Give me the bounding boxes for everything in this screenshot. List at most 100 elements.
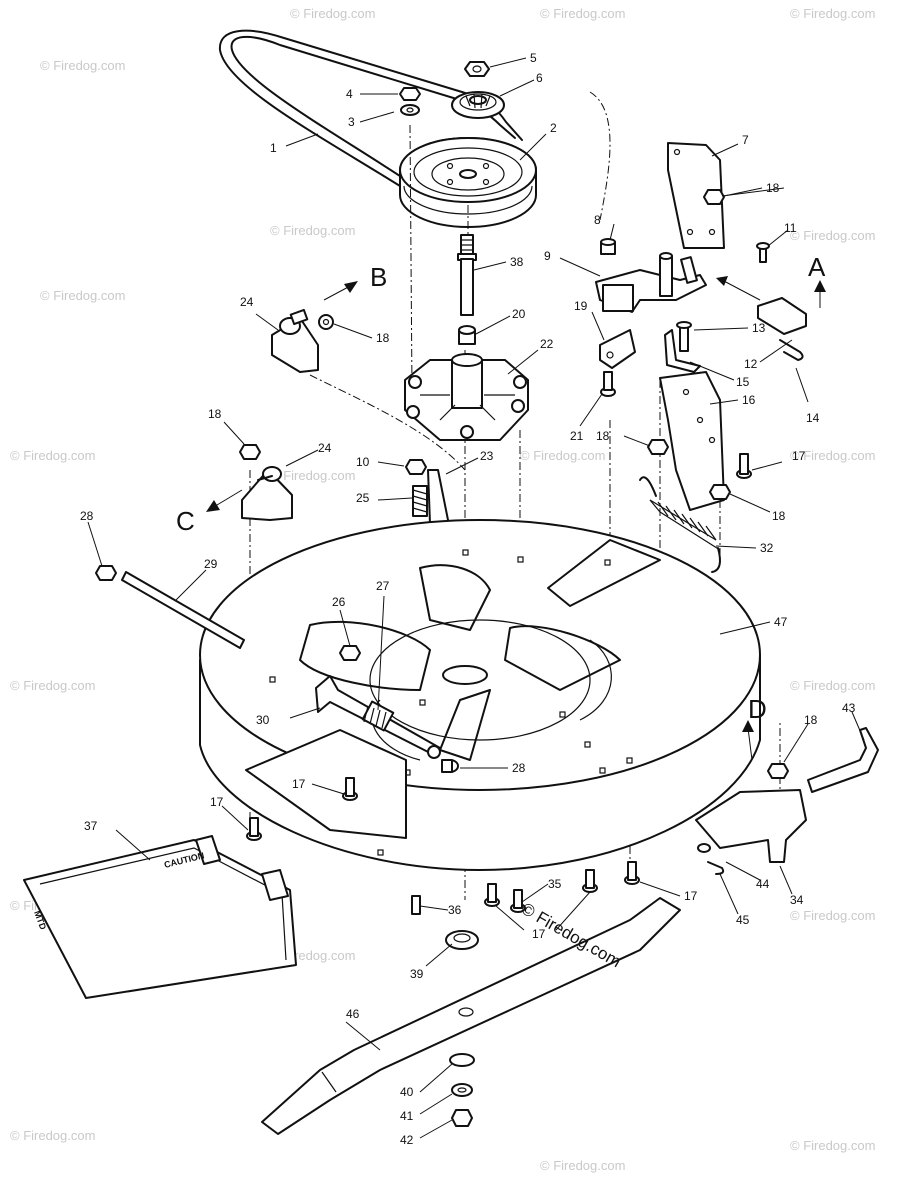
bolt-21 [600,371,616,397]
watermark: © Firedog.com [10,448,95,463]
part-label-44: 44 [756,877,770,891]
spacer-20 [458,325,476,345]
part-label-18: 18 [376,331,390,345]
grass-deflector-37: CAUTION MTD [23,835,297,999]
watermark: © Firedog.com [790,228,875,243]
bolt-17-c [484,883,500,907]
nut-5 [464,61,490,77]
part-label-35: 35 [548,877,562,891]
bolt-13 [676,321,692,352]
part-label-37: 37 [84,819,98,833]
part-label-42: 42 [400,1133,414,1147]
idler-pulley [451,91,505,119]
watermark: © Firedog.com [10,1128,95,1143]
part-label-41: 41 [400,1109,414,1123]
part-label-3: 3 [348,115,355,129]
deck-holes [269,549,633,856]
part-label-18: 18 [772,509,786,523]
part-label-20: 20 [512,307,526,321]
view-letter-a: A [808,252,826,282]
part-label-8: 8 [594,213,601,227]
part-label-12: 12 [744,357,758,371]
bolt-17-b [246,817,262,841]
bolt-17-d [510,889,526,913]
view-letter-d: D [748,694,767,724]
part-label-10: 10 [356,455,370,469]
part-label-18: 18 [804,713,818,727]
watermark: © Firedog.com [790,678,875,693]
bolt-17-a [342,777,358,801]
watermark: © Firedog.com [270,468,355,483]
part-label-18: 18 [596,429,610,443]
part-label-24: 24 [318,441,332,455]
part-label-30: 30 [256,713,270,727]
part-label-15: 15 [736,375,750,389]
view-letter-c: C [176,506,195,536]
nut-28-left [95,565,117,581]
part-label-46: 46 [346,1007,360,1021]
bracket-19 [599,329,636,369]
part-label-18: 18 [766,181,780,195]
part-label-27: 27 [376,579,390,593]
watermark: © Firedog.com [10,678,95,693]
drive-pulley [399,137,537,228]
view-letters: B A C D [176,252,826,724]
part-label-5: 5 [530,51,537,65]
part-label-17: 17 [210,795,224,809]
bolt-11 [756,242,770,263]
part-label-43: 43 [842,701,856,715]
part-label-45: 45 [736,913,750,927]
part-label-22: 22 [540,337,554,351]
bolt-17-e [582,869,598,893]
part-label-19: 19 [574,299,588,313]
watermark: © Firedog.com [40,288,125,303]
part-label-38: 38 [510,255,524,269]
deck-bracket-upper [271,308,334,373]
leader-lines [87,57,865,1139]
part-label-47: 47 [774,615,788,629]
watermark: © Firedog.com [40,58,125,73]
clip-14 [779,339,804,361]
washer-44 [697,843,711,853]
part-label-7: 7 [742,133,749,147]
spring-32 [639,476,721,573]
part-label-17: 17 [532,927,546,941]
nut-28-right [441,759,459,773]
blade-hardware [449,1053,475,1127]
part-label-24: 24 [240,295,254,309]
bolt-36 [411,895,421,915]
part-label-9: 9 [544,249,551,263]
bushing-8 [600,238,616,255]
deflector [245,729,407,839]
nut-4-washer-3 [399,87,421,116]
part-label-34: 34 [790,893,804,907]
part-label-17: 17 [684,889,698,903]
part-label-28: 28 [512,761,526,775]
watermark: © Firedog.com [790,6,875,21]
part-label-39: 39 [410,967,424,981]
deck-bracket-lower [239,444,293,521]
nut-10 [405,459,427,475]
part-label-28: 28 [80,509,94,523]
idler-arm [595,252,707,313]
part-label-26: 26 [332,595,346,609]
handle-43 [807,727,879,793]
part-label-1: 1 [270,141,277,155]
part-label-29: 29 [204,557,218,571]
watermark: © Firedog.com [290,6,375,21]
watermark-layer: © Firedog.com © Firedog.com © Firedog.co… [10,6,875,1173]
part-label-6: 6 [536,71,543,85]
part-label-2: 2 [550,121,557,135]
part-label-13: 13 [752,321,766,335]
rod-assembly-30 [315,675,441,759]
spindle-shaft [457,234,477,316]
bearing-39 [445,930,479,950]
part-label-25: 25 [356,491,370,505]
clip-45 [707,861,725,875]
watermark: © Firedog.com [790,908,875,923]
part-label-17: 17 [292,777,306,791]
watermark: © Firedog.com [540,6,625,21]
view-arrows [206,276,826,761]
watermark: © Firedog.com [790,1138,875,1153]
